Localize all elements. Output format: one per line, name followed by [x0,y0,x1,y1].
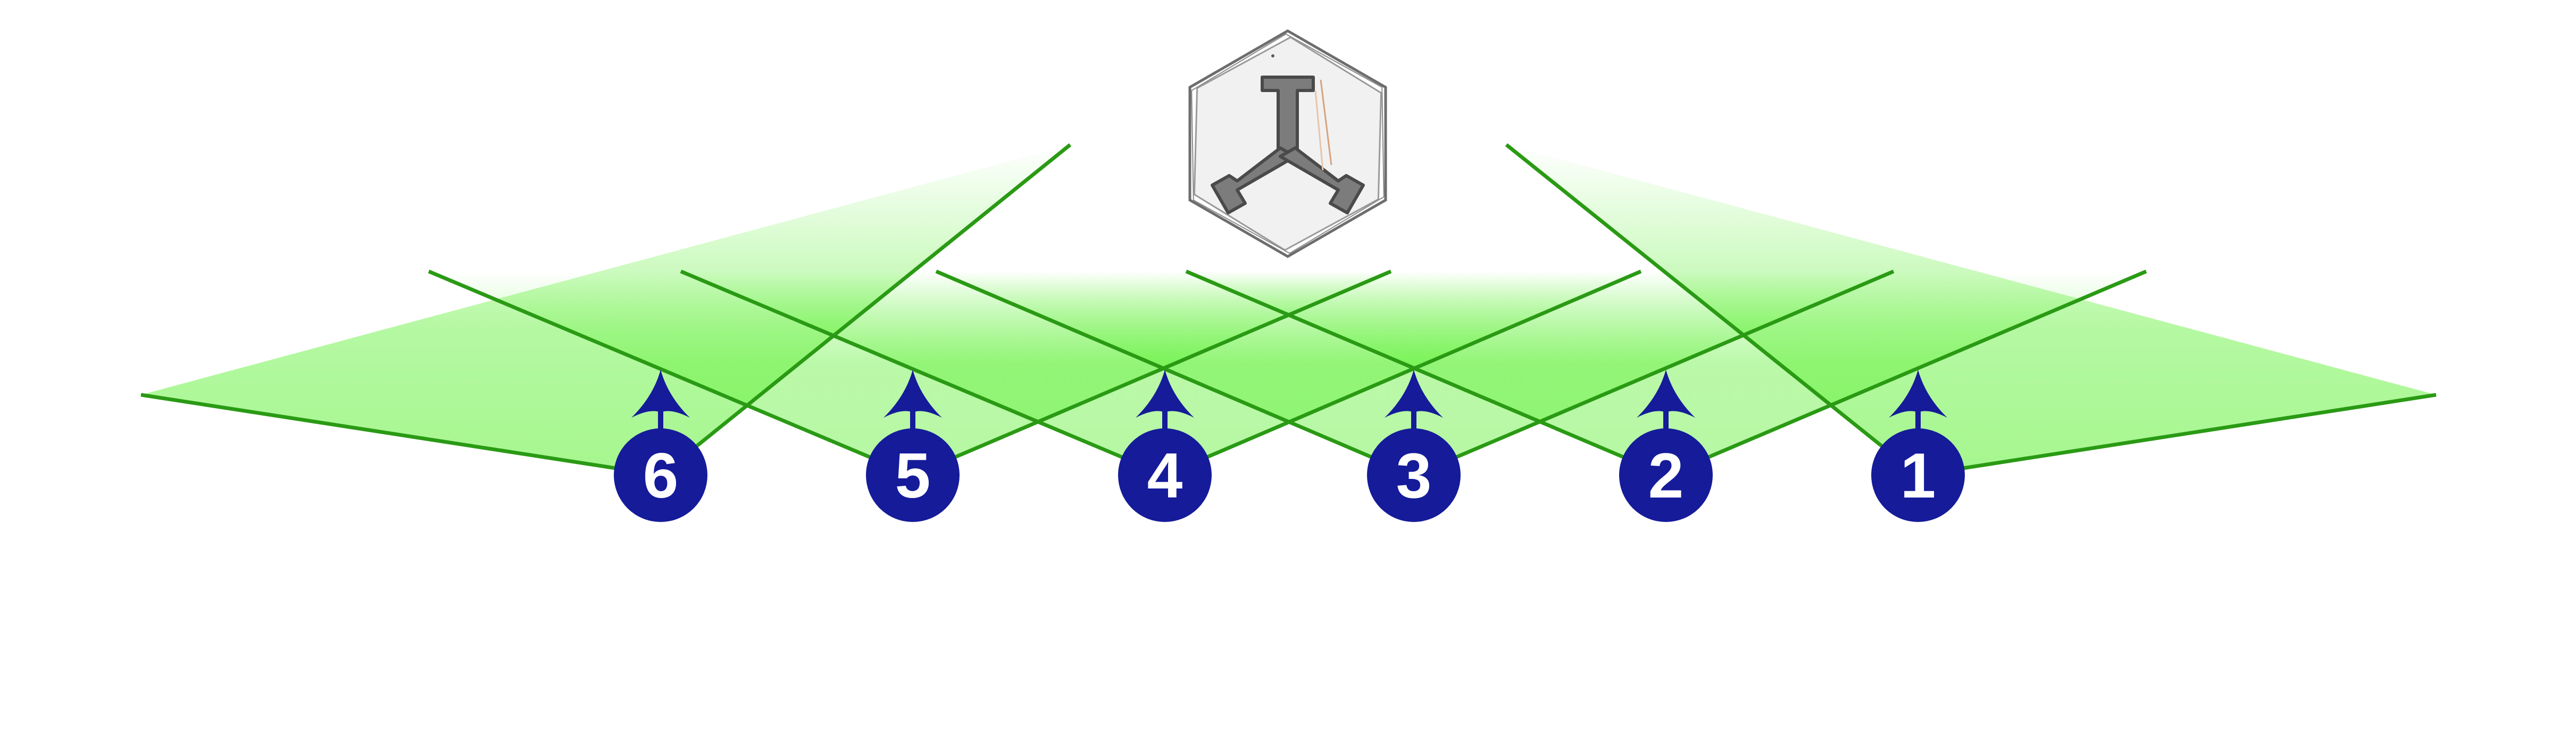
camera-up-arrow-icon [1889,370,1947,418]
camera-6: 6 [614,370,707,522]
camera-1: 1 [1871,370,1965,522]
tripod-y-logo-icon [1188,29,1387,258]
cone-edge-camera-5-right [912,269,1392,477]
camera-circle [1367,428,1461,522]
camera-4: 4 [1118,370,1212,522]
camera-number-label: 1 [1900,440,1936,511]
cone-edge-camera-5-left [428,269,914,477]
camera-circle [866,428,960,522]
camera-circle [1871,428,1965,522]
cone-edge-camera-6-left [140,393,661,477]
cone-edge-camera-1-right [1918,393,2437,477]
cone-edge-camera-6-right [659,143,1072,477]
camera-up-arrow-icon [1637,370,1695,418]
camera-3: 3 [1367,370,1461,522]
camera-circle [1118,428,1212,522]
cone-edge-camera-3-left [935,269,1415,477]
camera-up-arrow-icon [1136,370,1194,418]
camera-number-label: 3 [1396,440,1432,511]
cone-edge-camera-2-left [1185,269,1667,477]
cone-edge-camera-2-right [1665,269,2147,477]
camera-number-label: 6 [643,440,679,511]
camera-circle [1619,428,1713,522]
camera-number-label: 5 [895,440,931,511]
cone-edge-camera-4-left [680,269,1166,477]
camera-markers: 6 5 4 3 2 1 [614,370,1965,522]
cone-edge-camera-4-right [1164,269,1642,477]
coverage-cone-camera-1 [1506,145,2436,475]
camera-5: 5 [866,370,960,522]
camera-number-label: 4 [1147,440,1183,511]
coverage-cone-edges [140,143,2437,477]
camera-up-arrow-icon [883,370,942,418]
camera-up-arrow-icon [631,370,690,418]
camera-up-arrow-icon [1385,370,1443,418]
camera-circle [614,428,707,522]
camera-number-label: 2 [1648,440,1684,511]
camera-2: 2 [1619,370,1713,522]
cone-edge-camera-3-right [1413,269,1895,477]
cone-edge-camera-1-left [1505,143,1920,477]
